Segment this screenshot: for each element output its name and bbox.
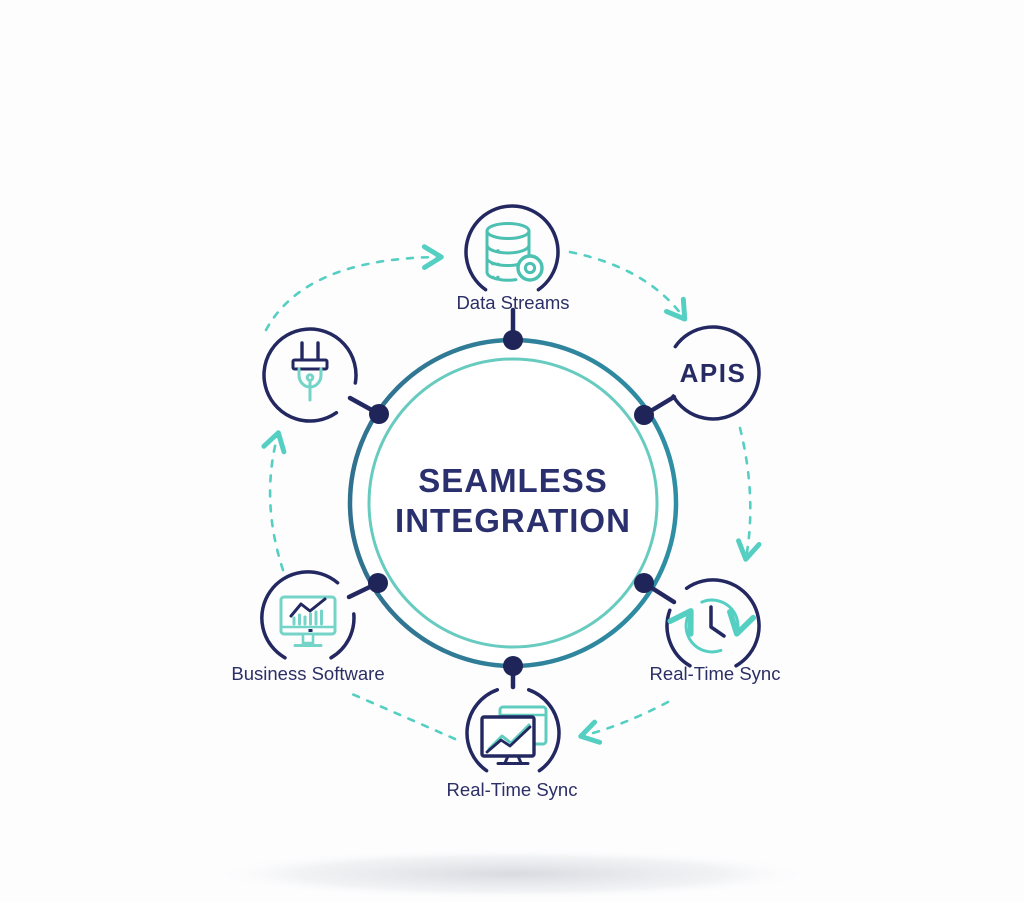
arrow-business-to-plug [261,430,287,572]
center-circle: SEAMLESS INTEGRATION [347,337,679,669]
node-circle-2 [260,570,340,660]
node-data-streams: Data Streams [456,204,570,313]
node-circle [526,688,561,773]
database-icon [485,222,544,282]
ring-dots [368,330,654,676]
monitor-chart-icon [279,595,337,647]
node-label-business-software: Business Software [231,663,384,684]
ground-shadow [207,849,817,899]
arrow-sync-right-to-sync-bottom [578,700,670,745]
node-circle [684,578,761,668]
node-sync-bottom: Real-Time Sync [447,688,578,800]
node-circle [262,327,358,423]
arrow-sync-bottom-to-business [350,692,457,741]
clock-cycle-icon [667,598,757,654]
center-title-line2: INTEGRATION [395,502,631,539]
node-circle [671,325,761,421]
node-apis: APIS [671,325,761,421]
node-label-sync-bottom: Real-Time Sync [447,779,578,800]
node-business-software: Business Software [231,570,385,684]
monitor-windows-icon [480,705,548,765]
arrow-apis-to-sync-right [736,426,762,562]
node-circle [329,612,356,660]
flow-arrows [261,244,762,745]
center-title-line1: SEAMLESS [418,462,608,499]
arrow-data-streams-to-apis [568,250,688,322]
inner-ring [367,357,659,649]
node-label-apis: APIS [680,358,747,388]
node-label-data-streams: Data Streams [456,292,569,313]
node-circle [464,204,560,292]
node-circle-2 [465,688,500,773]
plug-icon [291,341,329,402]
node-plug [262,327,358,423]
node-sync-right: Real-Time Sync [650,578,781,684]
node-label-sync-right: Real-Time Sync [650,663,781,684]
arrow-plug-to-data-streams [264,244,444,332]
